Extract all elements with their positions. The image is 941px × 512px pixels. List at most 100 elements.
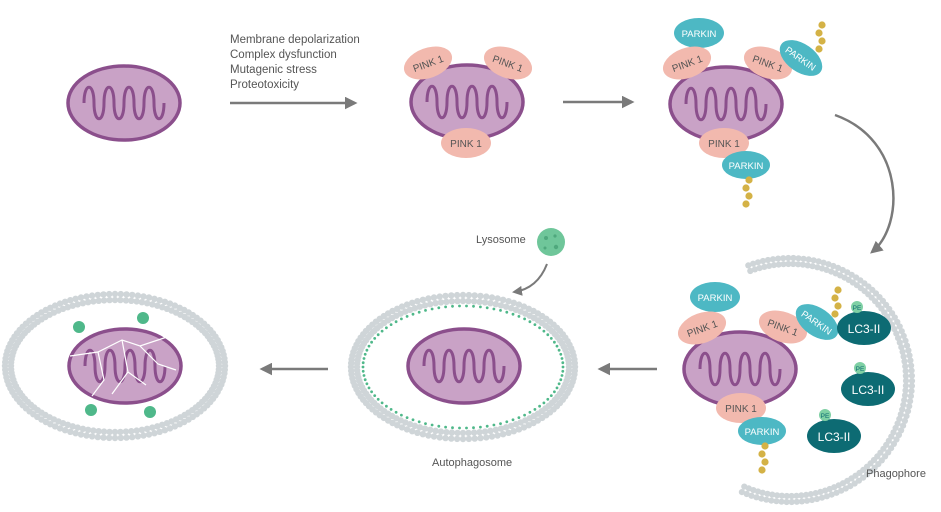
membrane-bead: [775, 261, 782, 268]
membrane-bead: [51, 423, 59, 430]
membrane-bead: [900, 353, 907, 360]
membrane-bead: [411, 422, 419, 429]
membrane-bead: [403, 426, 411, 433]
svg-text:PARKIN: PARKIN: [745, 427, 780, 438]
membrane-bead: [793, 492, 800, 499]
membrane-dot: [561, 365, 565, 369]
membrane-dot: [505, 310, 509, 314]
membrane-bead: [134, 433, 142, 440]
membrane-bead: [903, 413, 910, 420]
membrane-bead: [414, 429, 421, 436]
membrane-bead: [138, 299, 146, 306]
membrane-bead: [143, 300, 151, 307]
svg-text:LC3-II: LC3-II: [848, 322, 881, 336]
membrane-dot: [424, 309, 427, 312]
stress-cause: Mutagenic stress: [230, 64, 317, 76]
membrane-bead: [896, 323, 903, 330]
mitochondrion-engulfed: [682, 330, 798, 408]
membrane-dot: [370, 390, 373, 394]
membrane-bead: [814, 264, 821, 271]
mitochondrion-healthy: [66, 64, 182, 142]
membrane-bead: [128, 297, 135, 304]
membrane-bead: [143, 425, 151, 432]
membrane-bead: [427, 426, 434, 433]
membrane-bead: [808, 496, 816, 504]
membrane-bead: [134, 292, 142, 299]
membrane-bead: [83, 432, 90, 439]
membrane-bead: [745, 262, 752, 269]
stress-cause: Complex dysfunction: [230, 49, 337, 61]
stress-cause: Proteotoxicity: [230, 79, 300, 91]
membrane-bead: [898, 427, 905, 434]
membrane-bead: [64, 304, 72, 311]
membrane-bead: [741, 483, 748, 490]
membrane-bead: [100, 297, 108, 304]
membrane-bead: [159, 421, 166, 428]
membrane-bead: [785, 254, 792, 262]
membrane-bead: [398, 303, 406, 310]
membrane-dot: [479, 425, 482, 429]
membrane-bead: [74, 424, 81, 431]
membrane-dot: [424, 422, 427, 425]
lc3-ii-badge: LC3-II PE: [807, 409, 861, 453]
membrane-bead: [448, 435, 455, 442]
membrane-dot: [394, 410, 398, 414]
membrane-bead: [465, 429, 472, 437]
membrane-bead: [106, 434, 113, 442]
membrane-bead: [908, 388, 915, 395]
membrane-bead: [798, 492, 805, 499]
membrane-bead: [448, 292, 455, 299]
svg-text:PINK 1: PINK 1: [708, 139, 740, 150]
membrane-bead: [898, 328, 905, 335]
membrane-bead: [512, 421, 520, 428]
svg-text:PE: PE: [853, 305, 862, 312]
membrane-bead: [67, 428, 74, 435]
membrane-bead: [788, 492, 795, 500]
membrane-bead: [123, 291, 130, 298]
membrane-dot: [400, 317, 403, 321]
membrane-bead: [817, 488, 824, 495]
pink1-badge: PINK 1: [441, 128, 491, 158]
degradation-cracks: [69, 335, 177, 397]
membrane-bead: [77, 431, 85, 438]
membrane-bead: [488, 294, 496, 301]
membrane-dot: [363, 352, 367, 356]
membrane-dot: [549, 394, 553, 397]
membrane-bead: [149, 424, 156, 431]
membrane-dot: [533, 408, 537, 411]
membrane-bead: [908, 367, 915, 374]
membrane-dot: [492, 307, 496, 311]
membrane-bead: [448, 429, 456, 436]
stress-cause: Membrane depolarization: [230, 34, 360, 46]
membrane-bead: [156, 297, 163, 304]
membrane-bead: [520, 424, 528, 431]
membrane-bead: [492, 301, 499, 308]
membrane-dot: [430, 307, 434, 311]
membrane-bead: [908, 372, 916, 379]
membrane-dot: [458, 426, 461, 430]
membrane-bead: [74, 301, 81, 308]
membrane-dot: [373, 337, 377, 340]
membrane-bead: [738, 489, 746, 496]
membrane-dot: [394, 320, 398, 324]
membrane-bead: [775, 255, 782, 262]
membrane-dot: [485, 306, 489, 310]
membrane-bead: [902, 382, 910, 389]
membrane-bead: [768, 497, 775, 504]
membrane-bead: [69, 302, 76, 309]
membrane-dot: [376, 333, 380, 337]
membrane-bead: [488, 433, 496, 440]
membrane-bead: [77, 294, 85, 301]
membrane-bead: [166, 300, 174, 307]
membrane-bead: [454, 297, 461, 305]
membrane-dot: [523, 317, 526, 321]
membrane-bead: [510, 299, 517, 306]
membrane-bead: [828, 491, 835, 498]
membrane-bead: [825, 261, 832, 268]
membrane-bead: [497, 302, 505, 309]
membrane-bead: [520, 303, 528, 310]
membrane-bead: [907, 398, 914, 405]
membrane-bead: [507, 422, 515, 429]
membrane-bead: [421, 425, 429, 432]
